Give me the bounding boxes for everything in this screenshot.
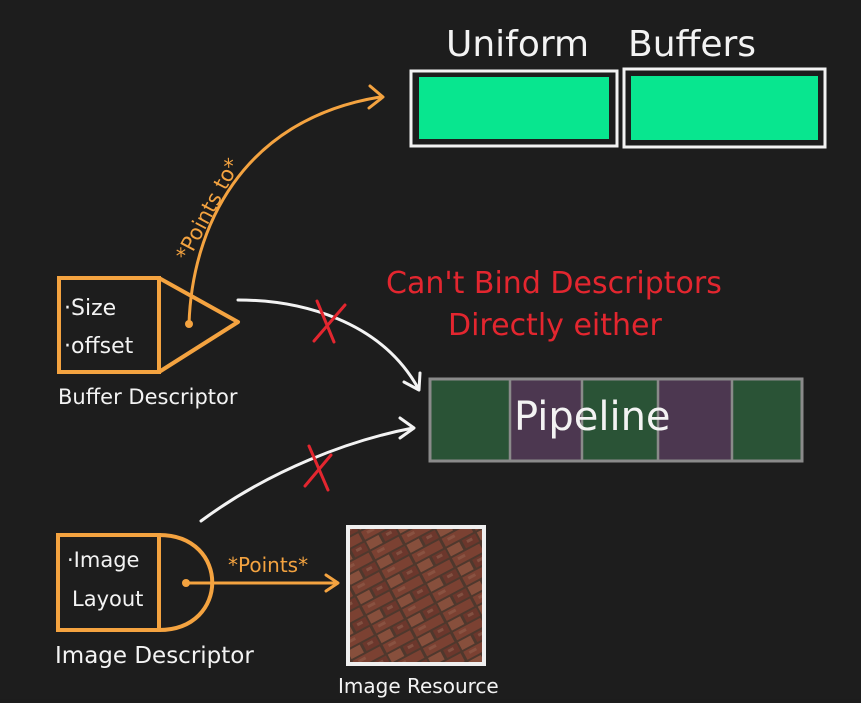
image-field-image: ·Image [67, 548, 139, 572]
points-to-arrow [187, 95, 382, 326]
image-field-layout: Layout [72, 587, 143, 611]
points-to-arrowhead [367, 84, 385, 110]
image-resource-thumbnail [346, 525, 486, 666]
points-to-label: *Points to* [171, 154, 245, 264]
uniform-title-left: Uniform [446, 24, 589, 65]
uniform-buffer-1 [409, 69, 619, 148]
points-label: *Points* [228, 553, 308, 577]
buffer-field-size: ·Size [64, 296, 116, 321]
buffer-to-pipeline-arrowhead [402, 371, 422, 392]
buffer-descriptor-caption: Buffer Descriptor [58, 385, 238, 409]
buffer-to-pipeline-arrow [236, 298, 420, 390]
note-line-1: Can't Bind Descriptors [386, 266, 722, 301]
uniform-title-right: Buffers [628, 24, 756, 65]
image-to-pipeline-arrowhead [398, 416, 416, 440]
cross-mark-lower [303, 444, 333, 492]
cross-mark-upper [312, 299, 347, 344]
image-to-pipeline-arrow [199, 426, 415, 523]
image-resource-caption: Image Resource [338, 674, 499, 698]
pipeline-label: Pipeline [514, 394, 671, 440]
note-line-2: Directly either [448, 308, 662, 343]
points-arrowhead [324, 573, 340, 593]
uniform-buffer-2 [622, 67, 827, 149]
image-descriptor-caption: Image Descriptor [55, 643, 254, 669]
buffer-field-offset: ·offset [64, 334, 134, 359]
pipeline-bar [428, 377, 804, 463]
